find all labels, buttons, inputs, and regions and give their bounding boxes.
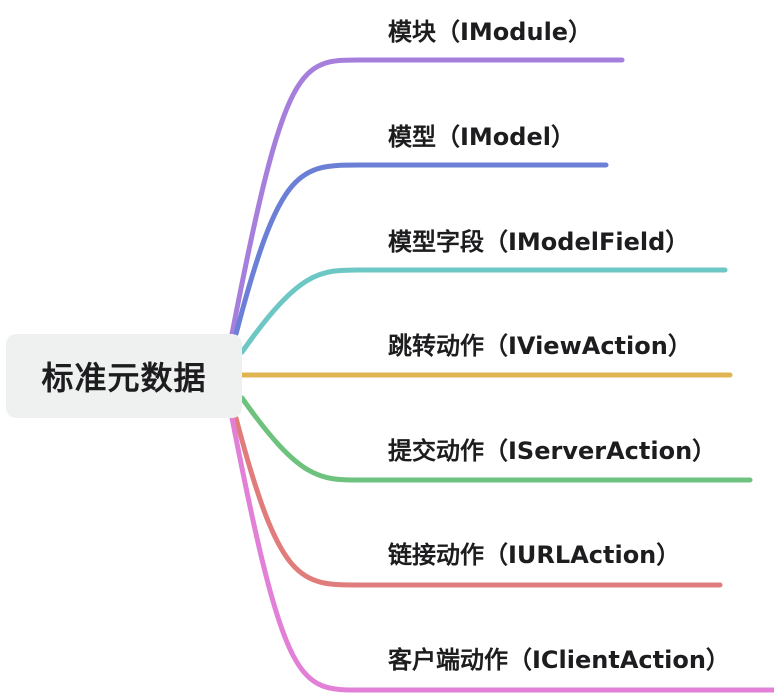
branch-label-5[interactable]: 提交动作（IServerAction） xyxy=(388,437,717,465)
branch-label-3[interactable]: 模型字段（IModelField） xyxy=(388,228,690,256)
branch-connector-5 xyxy=(239,395,753,483)
branch-label-4[interactable]: 跳转动作（IViewAction） xyxy=(388,332,692,360)
branch-label-6[interactable]: 链接动作（IURLAction） xyxy=(388,541,681,569)
root-node[interactable]: 标准元数据 xyxy=(6,334,242,418)
branch-label-7[interactable]: 客户端动作（IClientAction） xyxy=(388,646,730,674)
branch-connector-1 xyxy=(229,57,625,337)
branch-connector-3 xyxy=(239,267,728,355)
branch-connector-7 xyxy=(229,415,774,693)
branch-label-2[interactable]: 模型（IModel） xyxy=(388,123,575,151)
branch-connector-6 xyxy=(233,415,723,588)
branch-label-1[interactable]: 模块（IModule） xyxy=(388,18,593,46)
branch-connector-2 xyxy=(233,162,609,337)
